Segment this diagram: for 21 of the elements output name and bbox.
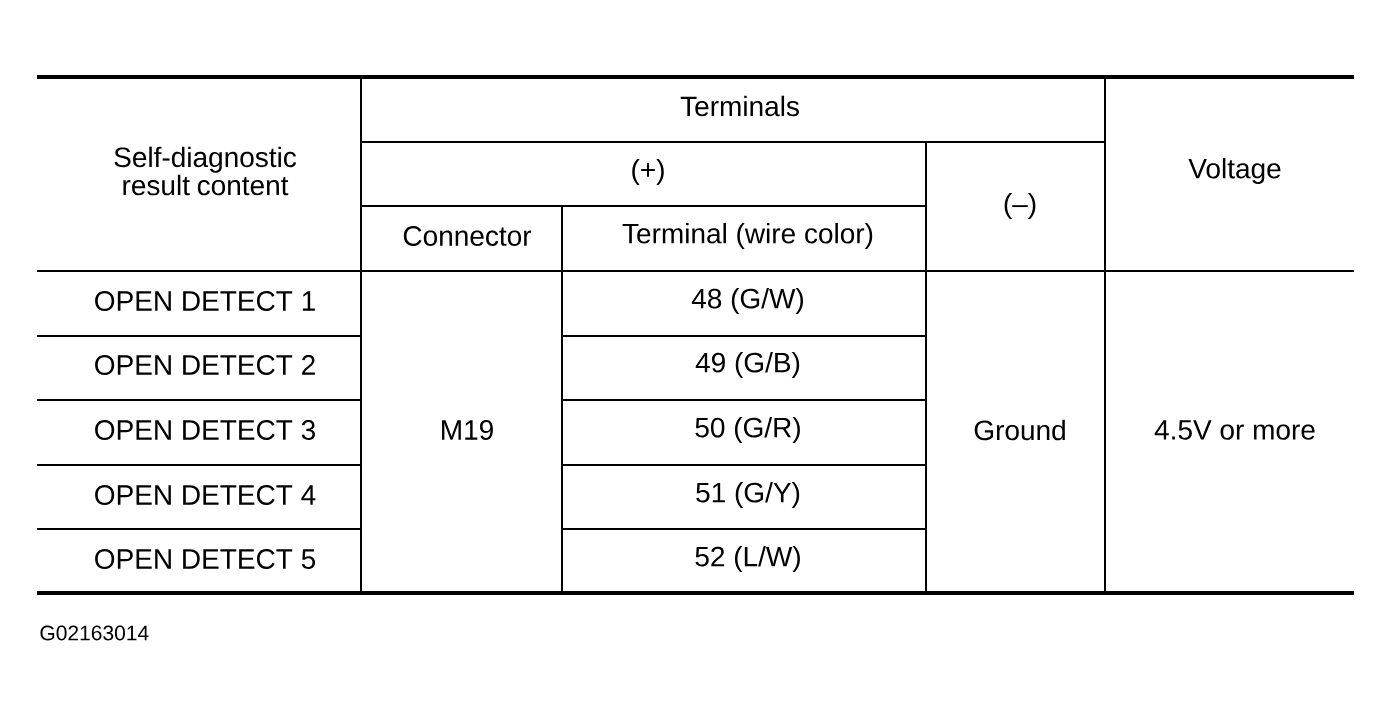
table-value: 50 (G/R) [695, 416, 800, 444]
column-header: Self-diagnostic result content [114, 146, 297, 196]
column-header: (–) [1004, 192, 1036, 220]
row-label: OPEN DETECT 3 [95, 420, 315, 440]
table-value: M19 [442, 420, 493, 440]
table-value: 48 (G/W) [691, 287, 804, 315]
table-value: 52 (L/W) [695, 545, 800, 573]
row-label: OPEN DETECT 4 [95, 485, 316, 505]
column-header: Voltage [1188, 157, 1281, 185]
column-header: (+) [632, 158, 664, 186]
column-header: Terminals [680, 95, 799, 117]
row-label: OPEN DETECT 2 [95, 355, 315, 375]
table-value: 4.5V or more [1154, 420, 1315, 440]
row-label: OPEN DETECT 5 [95, 549, 316, 569]
column-header: Terminal (wire color) [622, 222, 873, 250]
row-label: OPEN DETECT 1 [95, 291, 315, 311]
column-header: Connector [403, 226, 532, 246]
table-value: 49 (G/B) [695, 351, 800, 379]
table-value: Ground [974, 419, 1065, 441]
table-value: 51 (G/Y) [696, 481, 800, 509]
figure-id: G02163014 [40, 625, 149, 641]
